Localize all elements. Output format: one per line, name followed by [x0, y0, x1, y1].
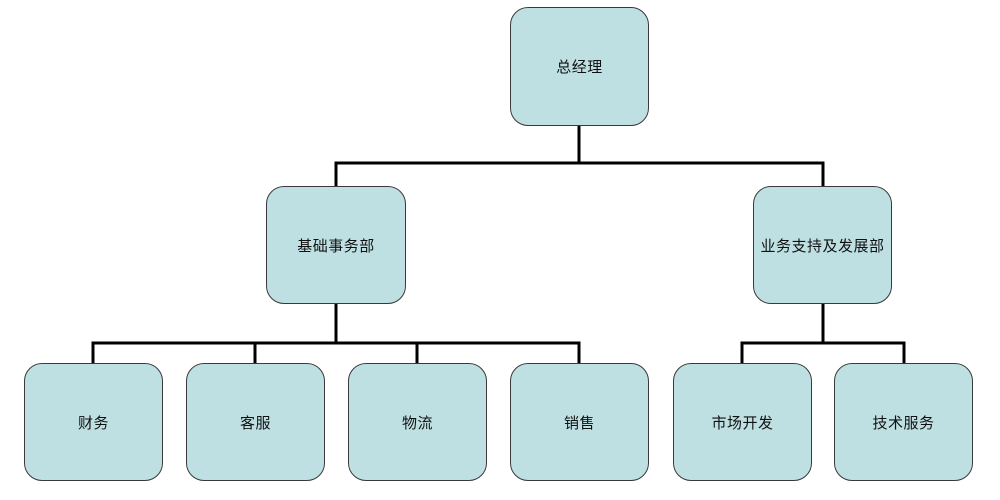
node-customer-service: 客服 [186, 363, 325, 481]
node-finance: 财务 [24, 363, 163, 481]
node-general-manager: 总经理 [510, 7, 649, 126]
node-logistics: 物流 [348, 363, 487, 481]
node-sales: 销售 [510, 363, 649, 481]
node-technical-service: 技术服务 [834, 363, 973, 481]
node-market-development: 市场开发 [673, 363, 812, 481]
node-basic-affairs-dept: 基础事务部 [266, 186, 406, 304]
node-business-support-dept: 业务支持及发展部 [753, 186, 892, 304]
